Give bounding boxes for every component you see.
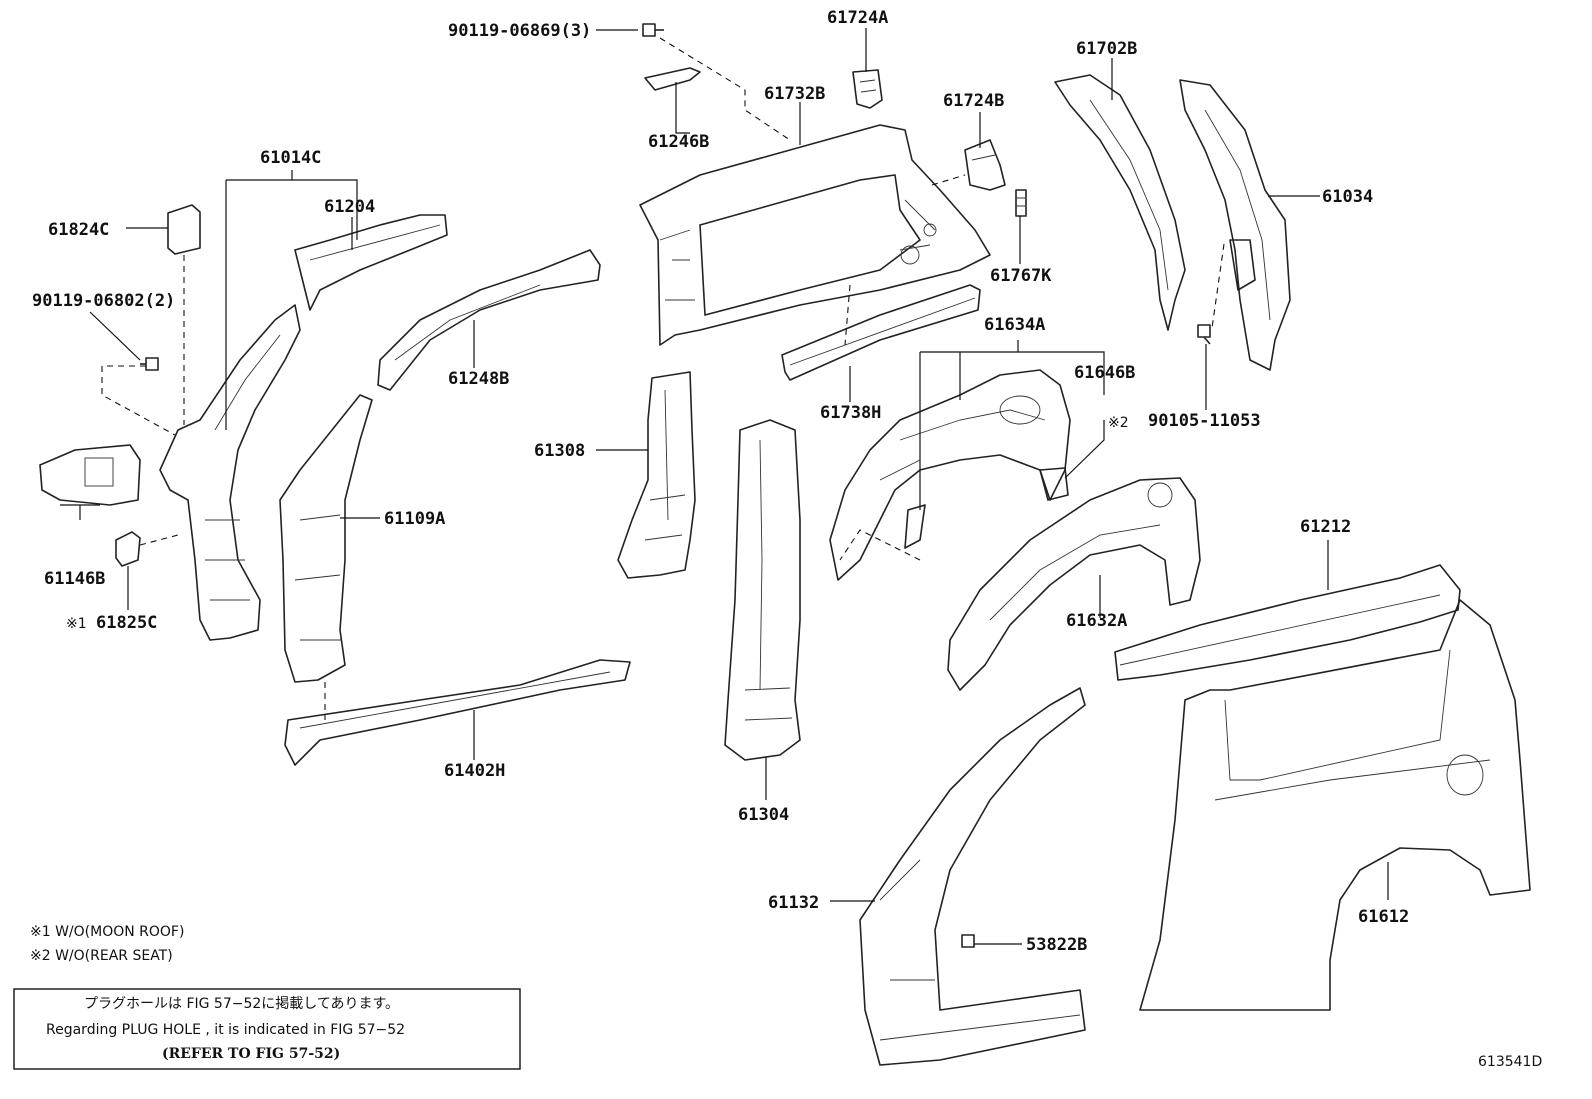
- part-61014C-front-pillar[interactable]: [159, 304, 301, 641]
- alignment-dashes: [101, 37, 1225, 720]
- bolt-90119-06802[interactable]: [140, 357, 159, 371]
- part-61304-center-pillar[interactable]: [724, 419, 801, 761]
- part-61248B-roof-rail[interactable]: [377, 249, 601, 391]
- part-small-bracket[interactable]: [904, 504, 926, 549]
- bolt-90119-06869[interactable]: [642, 23, 664, 37]
- part-61204-reinforcement[interactable]: [294, 214, 448, 311]
- callout-61825C[interactable]: 61825C: [96, 613, 157, 633]
- part-61646B-bracket[interactable]: [1039, 467, 1069, 501]
- callout-53822B[interactable]: 53822B: [1026, 935, 1087, 955]
- info-line-japanese: プラグホールは FIG 57−52に掲載してあります。: [84, 996, 399, 1012]
- footnote-moon-roof: ※1 W/O(MOON ROOF): [30, 924, 184, 940]
- part-61825C-pad[interactable]: [115, 531, 141, 567]
- part-61724A-bracket[interactable]: [852, 69, 883, 109]
- mark-1-moon-roof: ※1: [66, 616, 87, 632]
- diagram-id: 613541D: [1478, 1054, 1542, 1070]
- part-61212-roof-side-outer[interactable]: [1114, 564, 1461, 681]
- callout-61109A[interactable]: 61109A: [384, 509, 445, 529]
- callout-61246B[interactable]: 61246B: [648, 132, 709, 152]
- callout-90105-11053[interactable]: 90105-11053: [1148, 411, 1261, 431]
- info-line-english: Regarding PLUG HOLE , it is indicated in…: [46, 1022, 405, 1038]
- callout-61632A[interactable]: 61632A: [1066, 611, 1127, 631]
- callout-61248B[interactable]: 61248B: [448, 369, 509, 389]
- part-61724B-bracket[interactable]: [964, 139, 1006, 191]
- part-61109A-front-pillar[interactable]: [279, 394, 373, 683]
- callout-61304[interactable]: 61304: [738, 805, 789, 825]
- callout-61634A[interactable]: 61634A: [984, 315, 1045, 335]
- callout-61732B[interactable]: 61732B: [764, 84, 825, 104]
- part-61146B-bracket[interactable]: [39, 444, 141, 506]
- callout-61014C[interactable]: 61014C: [260, 148, 321, 168]
- callout-61132[interactable]: 61132: [768, 893, 819, 913]
- callout-61724A[interactable]: 61724A: [827, 8, 888, 28]
- part-61824C-pad[interactable]: [167, 204, 201, 255]
- callout-61402H[interactable]: 61402H: [444, 761, 505, 781]
- footnote-rear-seat: ※2 W/O(REAR SEAT): [30, 948, 173, 964]
- info-line-refer: (REFER TO FIG 57-52): [162, 1046, 340, 1062]
- part-61634A-wheelhouse-inner[interactable]: [829, 369, 1071, 581]
- part-61246B-bracket[interactable]: [644, 67, 701, 91]
- leader-lines: [60, 28, 1389, 945]
- part-61612-quarter-panel[interactable]: [1139, 599, 1531, 1011]
- callout-labels: 90119-06869(3) 61724A 61732B 61246B 6172…: [32, 8, 1409, 955]
- part-61132-side-outer[interactable]: [859, 687, 1086, 1066]
- callout-61212[interactable]: 61212: [1300, 517, 1351, 537]
- part-61034-pillar[interactable]: [1179, 79, 1291, 371]
- mark-2-rear-seat: ※2: [1108, 415, 1129, 431]
- part-53822B-clip[interactable]: [961, 934, 975, 948]
- callout-61724B[interactable]: 61724B: [943, 91, 1004, 111]
- part-61767K-clip[interactable]: [1015, 189, 1027, 217]
- callout-61824C[interactable]: 61824C: [48, 220, 109, 240]
- part-61702B-pillar[interactable]: [1054, 74, 1186, 331]
- callout-61146B[interactable]: 61146B: [44, 569, 105, 589]
- callout-90119-06869[interactable]: 90119-06869(3): [448, 21, 591, 41]
- callout-61204[interactable]: 61204: [324, 197, 375, 217]
- callout-61702B[interactable]: 61702B: [1076, 39, 1137, 59]
- part-61632A-wheelhouse-outer[interactable]: [947, 477, 1201, 691]
- part-61402H-rocker[interactable]: [284, 659, 631, 766]
- callout-61767K[interactable]: 61767K: [990, 266, 1052, 286]
- part-61308-pillar-inner[interactable]: [617, 371, 696, 579]
- part-61738H-rail[interactable]: [781, 284, 981, 381]
- callout-61738H[interactable]: 61738H: [820, 403, 881, 423]
- part-61732B-frame[interactable]: [639, 124, 991, 346]
- bolt-90105-11053[interactable]: [1197, 324, 1211, 345]
- callout-61612[interactable]: 61612: [1358, 907, 1409, 927]
- callout-61034[interactable]: 61034: [1322, 187, 1373, 207]
- callout-61308[interactable]: 61308: [534, 441, 585, 461]
- callout-90119-06802[interactable]: 90119-06802(2): [32, 291, 175, 311]
- callout-61646B[interactable]: 61646B: [1074, 363, 1135, 383]
- plug-hole-info-box: プラグホールは FIG 57−52に掲載してあります。 Regarding PL…: [13, 988, 521, 1070]
